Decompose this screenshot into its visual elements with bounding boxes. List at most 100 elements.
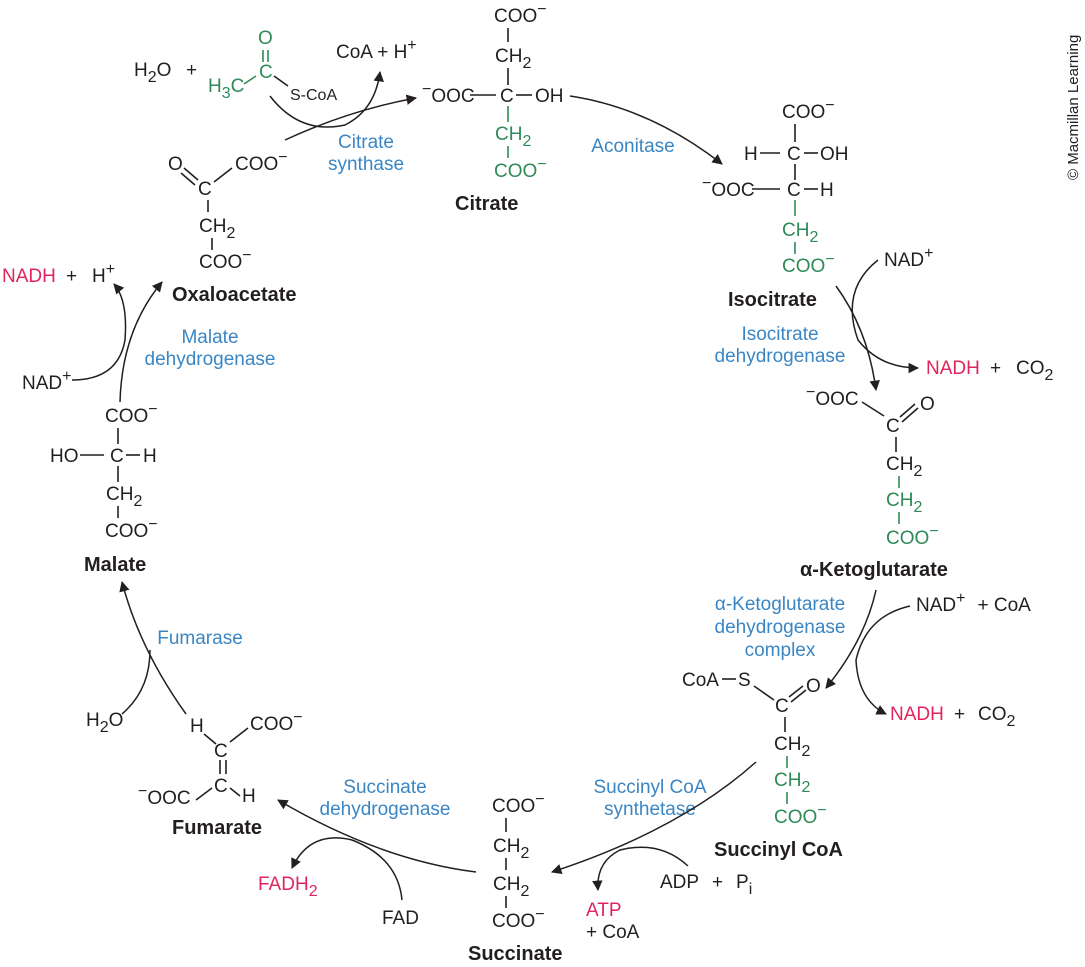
- nad-isocitrate: NAD+: [884, 245, 933, 271]
- fad-input: FAD: [382, 908, 419, 929]
- oaa-coo-top: COO−: [235, 149, 288, 175]
- isocitrate-name: Isocitrate: [728, 289, 817, 311]
- nad-akg: NAD++ CoA: [916, 590, 1031, 616]
- isocitrate-h-right: H: [820, 180, 834, 201]
- fum-c-bottom: C: [214, 776, 228, 797]
- arrow-succinylcoa-to-succinate: [551, 761, 757, 875]
- enzyme-isocitrate-dh-1: Isocitrate: [741, 324, 818, 345]
- arrow-isocitrate-to-akg: [835, 285, 880, 392]
- nadh-isocitrate: NADH: [926, 358, 980, 379]
- akg-ooc: −OOC: [806, 384, 859, 410]
- mal-c: C: [110, 446, 124, 467]
- citrate-structure: COO− CH2 −OOC C OH CH2 COO− Citrate: [422, 1, 564, 215]
- succ-coo-top: COO−: [492, 791, 545, 817]
- enzyme-succinate-dh-2: dehydrogenase: [320, 799, 451, 820]
- mal-ch2: CH2: [106, 484, 142, 510]
- oaa-coo-bottom: COO−: [199, 247, 252, 273]
- scoa-coa: CoA: [682, 670, 719, 691]
- ketoglutarate-structure: −OOC C O CH2 CH2 COO− α-Ketoglutarate: [800, 384, 948, 581]
- isocitrate-ooc: −OOC: [702, 175, 755, 201]
- plus-acetyl: +: [186, 60, 197, 81]
- arrow-acetyl-coa-release: [269, 70, 384, 128]
- isocitrate-ch2: CH2: [782, 220, 818, 246]
- akg-coo-green: COO−: [886, 523, 939, 549]
- oxaloacetate-name: Oxaloacetate: [172, 284, 297, 306]
- mal-coo-bottom: COO−: [105, 516, 158, 542]
- mal-ho: HO: [50, 446, 79, 467]
- enzyme-isocitrate-dh-2: dehydrogenase: [715, 346, 846, 367]
- coa-output: + CoA: [586, 922, 640, 943]
- enzyme-akg-dh-2: dehydrogenase: [715, 617, 846, 638]
- scoa-ch2-green: CH2: [774, 770, 810, 796]
- succ-ch2-2: CH2: [493, 874, 529, 900]
- oaa-c: C: [198, 179, 212, 200]
- scoa-s: S: [738, 670, 751, 691]
- succinate-name: Succinate: [468, 943, 562, 965]
- enzyme-akg-dh-3: complex: [745, 640, 816, 661]
- adp-input: ADP: [660, 872, 699, 893]
- credit-label: © Macmillan Learning: [1065, 35, 1082, 180]
- arrow-fumarase: [119, 580, 187, 715]
- enzyme-malate-dh-1: Malate: [181, 327, 238, 348]
- enzyme-citrate-synthase-2: synthase: [328, 154, 404, 175]
- fadh2-output: FADH2: [258, 874, 318, 900]
- scoa-ch2-black: CH2: [774, 734, 810, 760]
- enzyme-citrate-synthase-1: Citrate: [338, 132, 394, 153]
- acetyl-o: O: [258, 28, 273, 49]
- oxaloacetate-structure: O C COO− CH2 COO− Oxaloacetate: [168, 149, 297, 306]
- pi-input: Pi: [736, 872, 752, 898]
- akg-ch2-black: CH2: [886, 454, 922, 480]
- plus-co2-akg: +: [954, 704, 965, 725]
- arrow-citrate-to-isocitrate: [569, 95, 723, 165]
- co2-akg: CO2: [978, 704, 1016, 730]
- arrow-nad-to-nadh-isocitrate: [851, 259, 920, 374]
- co2-isocitrate: CO2: [1016, 358, 1054, 384]
- oaa-o: O: [168, 154, 183, 175]
- water-input: H2O: [134, 60, 171, 86]
- isocitrate-structure: COO− H C OH −OOC C H CH2 COO− Isocitrate: [702, 97, 849, 311]
- enzyme-malate-dh-2: dehydrogenase: [145, 349, 276, 370]
- acetyl-scoa: S-CoA: [290, 87, 337, 104]
- enzyme-succinate-dh-1: Succinate: [343, 777, 426, 798]
- atp-output: ATP: [586, 900, 622, 921]
- oaa-ch2: CH2: [199, 216, 235, 242]
- citrate-name: Citrate: [455, 193, 518, 215]
- citrate-coo-top: COO−: [494, 1, 547, 27]
- arrow-water-to-fumarase: [121, 649, 151, 715]
- citrate-ch2-green: CH2: [495, 124, 531, 150]
- mal-h: H: [143, 446, 157, 467]
- fum-h-bottom: H: [242, 786, 256, 807]
- succinyl-coa-structure: CoA S C O CH2 CH2 COO− Succinyl CoA: [682, 670, 843, 861]
- enzyme-fumarase: Fumarase: [157, 628, 243, 649]
- plus-pi: +: [712, 872, 723, 893]
- isocitrate-coo-top: COO−: [782, 97, 835, 123]
- arrow-malate-to-oaa: [119, 281, 163, 403]
- plus-h-malate: +: [66, 266, 77, 287]
- succinyl-coa-name: Succinyl CoA: [714, 839, 843, 861]
- arrow-fad-to-fadh2: [291, 837, 403, 901]
- citrate-c-center: C: [500, 86, 514, 107]
- enzyme-akg-dh-1: α-Ketoglutarate: [715, 594, 845, 615]
- citrate-oh: OH: [535, 86, 564, 107]
- succ-ch2-1: CH2: [493, 836, 529, 862]
- malate-name: Malate: [84, 554, 146, 576]
- fum-ooc: −OOC: [138, 783, 191, 809]
- isocitrate-h-left: H: [744, 144, 758, 165]
- isocitrate-c1: C: [787, 144, 801, 165]
- coa-h-output: CoA + H+: [336, 37, 417, 63]
- enzyme-aconitase: Aconitase: [591, 136, 674, 157]
- scoa-coo-green: COO−: [774, 802, 827, 828]
- succinate-structure: COO− CH2 CH2 COO− Succinate: [468, 791, 562, 965]
- fum-c-top: C: [214, 741, 228, 762]
- citrate-ch2-top: CH2: [495, 46, 531, 72]
- akg-c: C: [886, 416, 900, 437]
- malate-structure: COO− HO C H CH2 COO− Malate: [50, 401, 158, 576]
- isocitrate-c2: C: [787, 180, 801, 201]
- arrow-oaa-to-citrate: [284, 94, 418, 141]
- arrow-adp-to-atp: [592, 846, 689, 892]
- ketoglutarate-name: α-Ketoglutarate: [800, 559, 948, 581]
- nad-malate: NAD+: [22, 368, 71, 394]
- water-fumarase: H2O: [86, 710, 123, 736]
